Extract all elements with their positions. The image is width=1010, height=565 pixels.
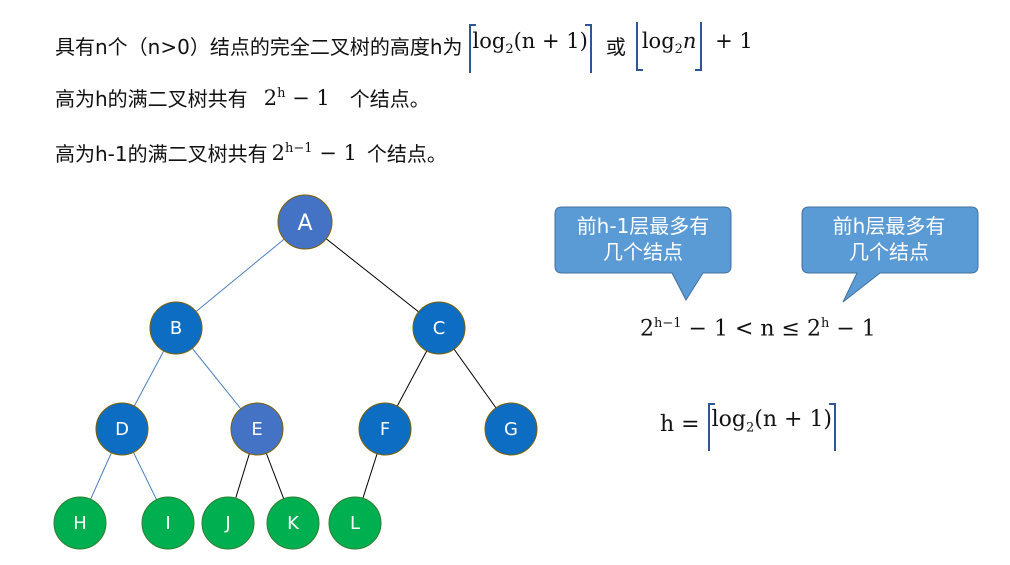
callout-left-line1: 前h-1层最多有 [577,214,710,238]
result-lhs: h = [660,411,700,437]
node-a: A [277,194,333,250]
callout-left-bubble [554,206,732,302]
node-label: A [297,211,312,236]
power-exponent: h [820,316,830,331]
node-label: K [287,513,300,534]
node-g: G [484,402,538,456]
callout-left: 前h-1层最多有 几个结点 [554,206,732,302]
log-base: 2 [745,420,755,436]
node-label: B [170,318,182,339]
ceil-log-expression: log2(n + 1) [468,23,593,74]
power-base: 2 [640,316,654,342]
tree-nodes: A B C D E F G H I J K L [53,194,538,550]
result-formula: h = log2(n + 1) [660,402,837,452]
node-label: G [504,419,518,440]
power-base: 2 [263,85,278,110]
nodes-suffix: 个结点。 [366,142,447,166]
node-c: C [412,301,466,355]
node-k: K [266,496,320,550]
callout-right: 前h层最多有 几个结点 [801,206,979,303]
node-circle [141,496,195,550]
power-exponent: h−1 [285,140,313,156]
node-j: J [201,496,255,550]
h-minus-one-formula: 2h−1 − 1 [272,141,357,165]
floor-brackets: log2n [635,21,703,72]
node-label: J [224,513,230,534]
node-circle [95,402,149,456]
log-base: 2 [505,42,514,58]
height-statement: 具有n个（n>0）结点的完全二叉树的高度h为 [55,35,463,60]
h-minus-one-statement: 高为h-1的满二叉树共有 [55,142,268,166]
edge-a-c [304,221,440,329]
log-text: log [472,29,506,53]
inequality-formula: 2h−1 − 1 < n ≤ 2h − 1 [640,316,876,341]
minus-one: − 1 [312,140,357,165]
node-circle [201,496,255,550]
minus-one: − 1 [829,316,876,342]
node-h: H [53,496,107,550]
node-circle [484,402,538,456]
log-argument: n [682,29,697,53]
minus-one: − 1 [285,85,330,110]
h-minus-one-tree-line: 高为h-1的满二叉树共有 2h−1 − 1 个结点。 [55,138,447,167]
log-argument: (n + 1) [754,407,833,432]
node-label: C [433,318,446,339]
node-i: I [141,496,195,550]
node-circle [149,301,203,355]
callout-left-line2: 几个结点 [603,240,683,264]
power-base: 2 [271,140,285,165]
formula-height-line: 具有n个（n>0）结点的完全二叉树的高度h为 log2(n + 1) 或 log… [55,21,753,74]
node-circle [230,402,284,456]
node-label: L [350,513,360,534]
floor-log-expression: log2n + 1 [635,21,753,72]
tree-edges [79,221,512,524]
log-text: log [711,407,746,432]
node-l: L [328,496,382,550]
node-circle [53,496,107,550]
full-tree-statement: 高为h的满二叉树共有 [55,87,248,111]
node-d: D [95,402,149,456]
power-exponent: h−1 [654,316,682,331]
full-tree-formula: 2h − 1 [264,86,330,110]
node-e: E [230,402,284,456]
power-base: 2 [806,316,821,342]
node-circle [412,301,466,355]
ceil-brackets: log2(n + 1) [468,23,593,74]
node-b: B [149,301,203,355]
node-circle [328,496,382,550]
log-argument: (n + 1) [513,29,588,53]
node-circle [277,194,333,250]
node-circle [358,402,412,456]
log-base: 2 [674,42,683,58]
ceil-brackets: log2(n + 1) [707,402,837,452]
edge-a-b [175,221,306,329]
nodes-suffix: 个结点。 [349,87,430,111]
plus-one: + 1 [715,29,753,53]
log-text: log [641,29,675,53]
full-tree-nodes-line: 高为h的满二叉树共有 2h − 1 个结点。 [55,83,430,112]
callout-right-line2: 几个结点 [849,240,929,264]
node-label: D [115,419,129,440]
node-label: F [380,419,390,440]
inequality-middle: − 1 < n ≤ [681,316,807,342]
node-label: H [73,513,87,534]
callout-right-line1: 前h层最多有 [833,214,946,238]
or-text: 或 [605,35,626,60]
node-circle [266,496,320,550]
callout-right-bubble [801,206,979,303]
node-label: E [251,419,262,440]
power-exponent: h [277,85,286,101]
node-label: I [165,513,170,534]
node-f: F [358,402,412,456]
